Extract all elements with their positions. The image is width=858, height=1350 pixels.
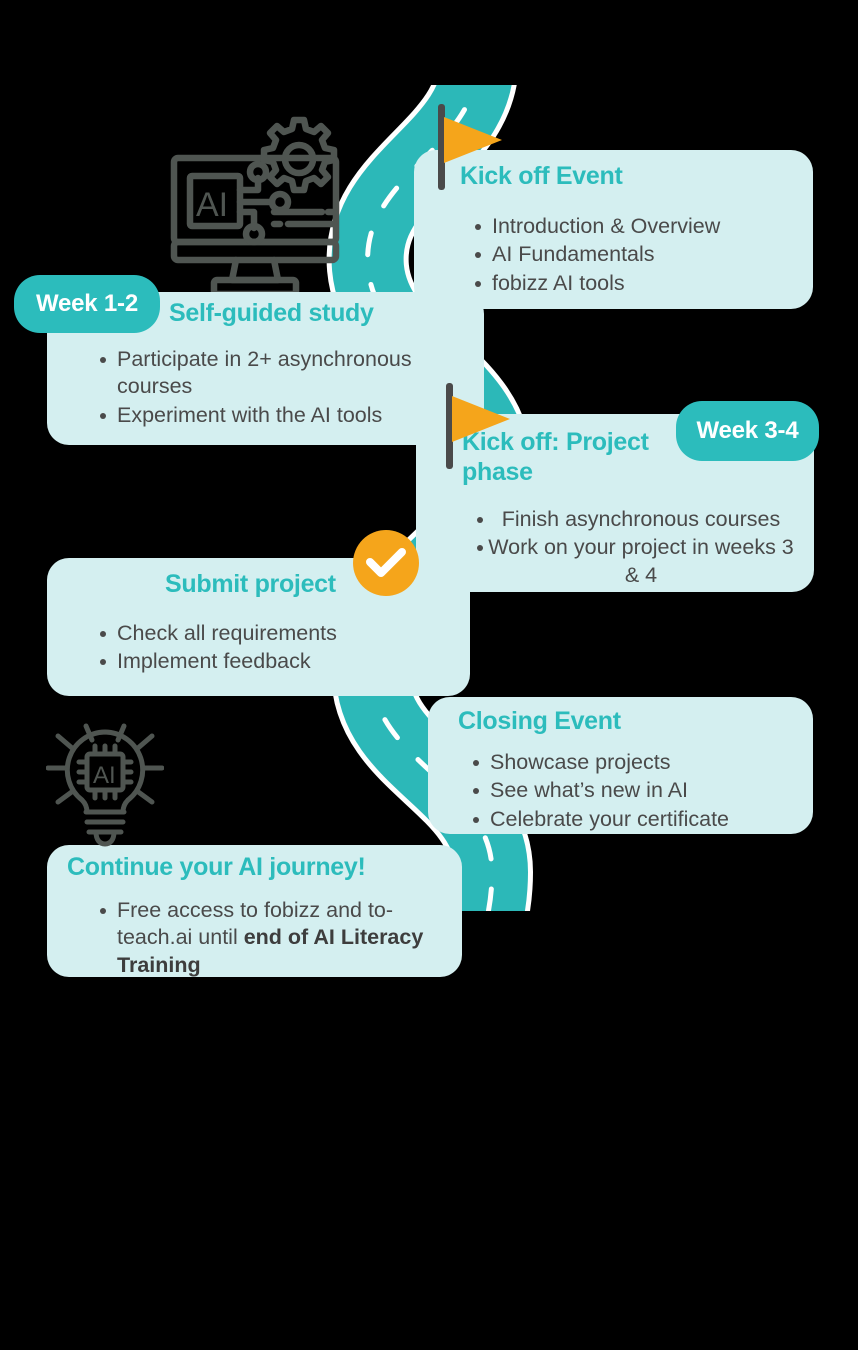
- list-item: Work on your project in weeks 3 & 4: [477, 534, 802, 589]
- milestone-flag-icon: [446, 383, 510, 469]
- list-item: Participate in 2+ asynchronous courses: [100, 346, 472, 401]
- milestone-flag-icon: [438, 104, 502, 190]
- svg-text:AI: AI: [196, 186, 228, 224]
- svg-text:AI: AI: [93, 762, 116, 789]
- card-list-continue-ai-journey: Free access to fobizz and to-teach.ai un…: [91, 897, 448, 980]
- card-list-kick-off-event: Introduction & Overview AI Fundamentals …: [466, 213, 803, 298]
- ai-monitor-gear-icon: AI: [170, 116, 340, 292]
- card-title-self-guided-study: Self-guided study: [169, 299, 374, 327]
- card-list-submit-project: Check all requirements Implement feedbac…: [91, 620, 458, 677]
- list-item: fobizz AI tools: [475, 270, 803, 297]
- badge-week-3-4: Week 3-4: [676, 401, 819, 461]
- card-title-submit-project: Submit project: [165, 570, 336, 598]
- list-item: Free access to fobizz and to-teach.ai un…: [100, 897, 448, 979]
- list-item: Check all requirements: [100, 620, 458, 647]
- check-circle-icon: [353, 530, 419, 596]
- ai-lightbulb-icon: AI: [46, 723, 164, 847]
- list-item: AI Fundamentals: [475, 241, 803, 268]
- card-title-closing-event: Closing Event: [458, 707, 621, 735]
- list-item: Showcase projects: [473, 749, 803, 776]
- badge-week-1-2: Week 1-2: [14, 275, 160, 333]
- card-list-closing-event: Showcase projects See what’s new in AI C…: [464, 749, 803, 834]
- card-continue-ai-journey: Continue your AI journey! Free access to…: [47, 845, 462, 977]
- list-item: See what’s new in AI: [473, 777, 803, 804]
- card-title-continue-ai-journey: Continue your AI journey!: [67, 853, 366, 881]
- list-item-emphasis: end of AI Literacy Training: [117, 925, 424, 977]
- list-item: Finish asynchronous courses: [477, 506, 802, 533]
- list-item: Implement feedback: [100, 648, 458, 675]
- list-item: Introduction & Overview: [475, 213, 803, 240]
- card-list-kick-off-project-phase: Finish asynchronous courses Work on your…: [454, 506, 802, 590]
- card-closing-event: Closing Event Showcase projects See what…: [428, 697, 813, 834]
- list-item: Celebrate your certificate: [473, 806, 803, 833]
- card-list-self-guided-study: Participate in 2+ asynchronous courses E…: [91, 346, 472, 430]
